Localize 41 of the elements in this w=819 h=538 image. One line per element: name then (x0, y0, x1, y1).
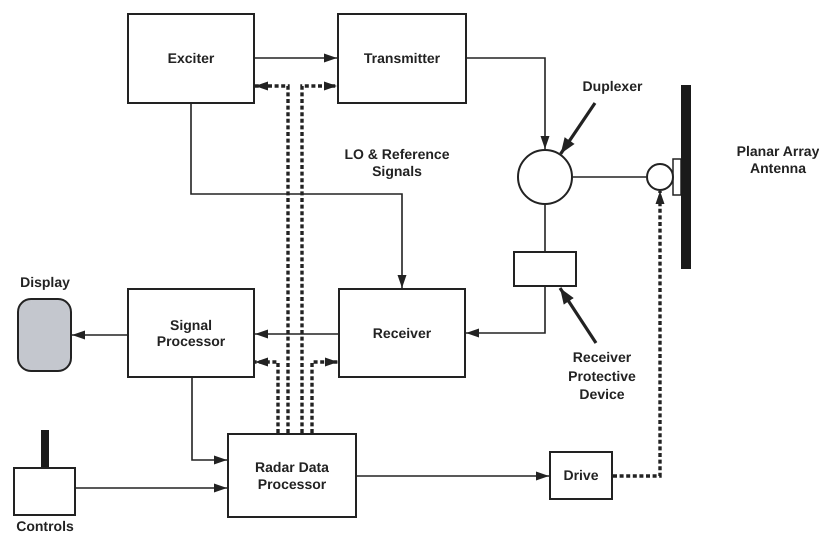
arrow (255, 54, 337, 62)
box-label: Transmitter (362, 50, 442, 67)
process-box (337, 13, 467, 104)
process-box (338, 288, 466, 378)
callout-label: Receiver Protective Device (552, 345, 652, 407)
dashed-arrow (255, 82, 290, 433)
box-label: Radar Data Processor (254, 459, 330, 492)
arrow (190, 104, 406, 288)
node-caption: Planar Array Antenna (736, 143, 819, 177)
arrow (467, 57, 550, 149)
arrow (466, 287, 546, 338)
dashed-arrow (255, 358, 280, 433)
process-box (549, 451, 613, 500)
process-box (227, 433, 357, 518)
box-label: Drive (562, 467, 600, 484)
process-box (127, 288, 255, 378)
node-caption: Controls (15, 518, 75, 535)
arrow (255, 330, 338, 338)
arrow (72, 330, 127, 340)
box-label: Receiver (372, 324, 432, 342)
antenna-bar (681, 85, 691, 269)
signal-label: LO & Reference Signals (343, 146, 451, 180)
arrow (76, 484, 227, 492)
dashed-arrow (300, 82, 337, 433)
connector-line (573, 176, 646, 178)
controls-box (13, 467, 76, 516)
leader-arrow (559, 102, 596, 155)
connector-line (544, 205, 546, 251)
protective-device-box (513, 251, 577, 287)
box-label: Exciter (166, 50, 216, 67)
callout-label: Duplexer (565, 76, 660, 96)
process-box (127, 13, 255, 104)
arrow (191, 378, 227, 464)
display-screen (17, 298, 72, 372)
box-label: Signal Processor (156, 316, 226, 350)
dashed-arrow (613, 191, 664, 478)
dashed-arrow (310, 358, 338, 433)
feed-circle (646, 163, 674, 191)
node-caption: Display (19, 274, 71, 291)
arrow (357, 472, 549, 480)
leader-arrow (558, 287, 598, 344)
